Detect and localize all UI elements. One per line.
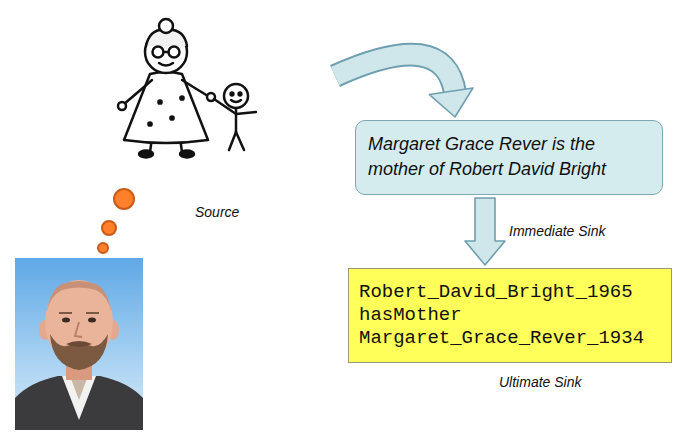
source-cloud: Source (15, 6, 333, 184)
statement-text: Margaret Grace Rever is the mother of Ro… (368, 132, 650, 182)
statement-box: Margaret Grace Rever is the mother of Ro… (355, 120, 663, 195)
cloud-shape (15, 6, 333, 184)
sink-label: Ultimate Sink (499, 374, 581, 390)
thought-bubbles (98, 189, 134, 253)
portrait-photo (15, 258, 143, 430)
source-label: Source (195, 204, 239, 220)
grandmother-child-drawing (118, 19, 256, 158)
block-arrow (465, 198, 505, 265)
block-arrow (335, 55, 473, 117)
arrow-label: Immediate Sink (507, 223, 607, 239)
rdf-triple-box: Robert_David_Bright_1965 hasMother Marga… (348, 268, 672, 363)
triple-text: Robert_David_Bright_1965 hasMother Marga… (359, 281, 659, 350)
